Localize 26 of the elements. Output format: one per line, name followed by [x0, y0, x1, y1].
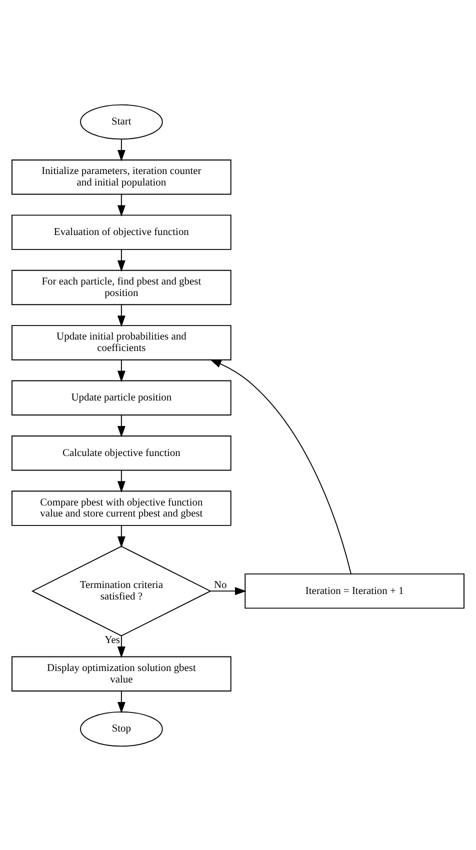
node-box: Initialize parameters, iteration counter and initial population: [12, 159, 232, 194]
arrow: [117, 524, 126, 548]
node-box: Display optimization solution gbest value: [12, 656, 232, 691]
node-box: Iteration = Iteration + 1: [244, 572, 464, 608]
edge-label: Yes: [104, 634, 120, 646]
edge-label: No: [214, 580, 227, 591]
arrow: [117, 358, 126, 382]
arrow: [117, 635, 126, 658]
node-box: Update particle position: [12, 380, 232, 415]
node-diamond: Termination criteria satisfied ?: [31, 545, 212, 636]
arrow: [117, 414, 126, 437]
node-box: Update initial probabilities and coefficients: [12, 324, 232, 360]
node-box: For each particle, find pbest and gbest position: [12, 269, 232, 305]
node-box: Calculate objective function: [12, 435, 232, 470]
node-ellipse: Start: [80, 104, 163, 140]
arrow: [117, 138, 126, 161]
node-ellipse: Stop: [80, 710, 163, 746]
arrow: [210, 358, 352, 574]
arrow: [210, 586, 246, 595]
arrow: [117, 304, 126, 327]
arrow: [117, 690, 126, 713]
node-box: Evaluation of objective function: [12, 214, 232, 250]
arrow: [117, 193, 126, 216]
node-box: Compare pbest with objective function value and store current pbest and gbest: [12, 490, 232, 526]
arrow: [117, 248, 126, 272]
arrow: [117, 469, 126, 492]
